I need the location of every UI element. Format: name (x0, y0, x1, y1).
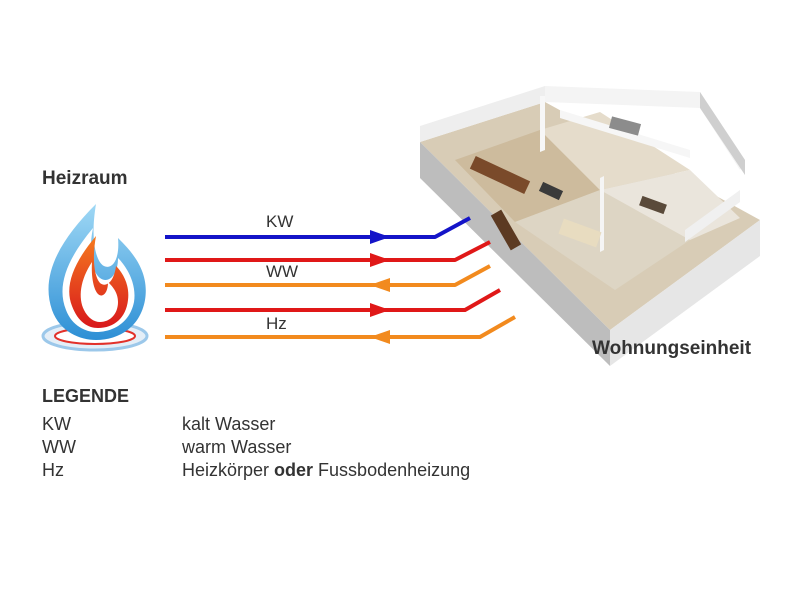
legend-code: KW (42, 414, 71, 434)
apartment-label: Wohnungseinheit (592, 338, 752, 359)
pipe-hz-supply-line (165, 288, 501, 312)
pipe-ww-supply-line (165, 240, 491, 262)
pipe-hz-return (165, 315, 516, 344)
legend-desc-text: warm Wasser (182, 437, 292, 457)
arrow-ww-return (370, 278, 390, 292)
legend-desc-text: Heizkörper (182, 460, 275, 480)
pipe-kw (165, 216, 471, 244)
pipe-label-hz: Hz (266, 314, 287, 333)
legend-code: WW (42, 437, 76, 457)
pipe-ww-return (165, 264, 491, 292)
pipe-kw-line (165, 216, 471, 239)
pipe-label-ww: WW (266, 262, 299, 281)
arrow-hz-return (370, 330, 390, 344)
pipe-label-kw: KW (266, 212, 294, 231)
arrow-hz-supply (370, 303, 390, 317)
legend-desc-text: kalt Wasser (182, 414, 276, 434)
legend-row-hz: Hz Heizkörper oder Fussbodenheizung (42, 459, 470, 482)
pipe-hz-supply (165, 288, 501, 317)
legend-desc-text-end: Fussbodenheizung (313, 460, 471, 480)
legend-code: Hz (42, 460, 64, 480)
pipe-ww-return-line (165, 264, 491, 287)
legend-desc: kalt Wasser (182, 413, 275, 436)
pipe-hz-return-line (165, 315, 516, 339)
legend-desc: Heizkörper oder Fussbodenheizung (182, 459, 470, 482)
legend-desc-bold: oder (274, 460, 314, 480)
pipe-ww-supply (165, 240, 491, 267)
legend: LEGENDE KW kalt Wasser WW warm Wasser Hz… (42, 386, 470, 482)
arrow-ww-supply (370, 253, 390, 267)
legend-title: LEGENDE (42, 386, 130, 406)
legend-row-kw: KW kalt Wasser (42, 413, 470, 436)
arrow-kw (370, 230, 390, 244)
legend-desc: warm Wasser (182, 436, 291, 459)
boiler-room-label: Heizraum (42, 168, 128, 189)
legend-row-ww: WW warm Wasser (42, 436, 470, 459)
